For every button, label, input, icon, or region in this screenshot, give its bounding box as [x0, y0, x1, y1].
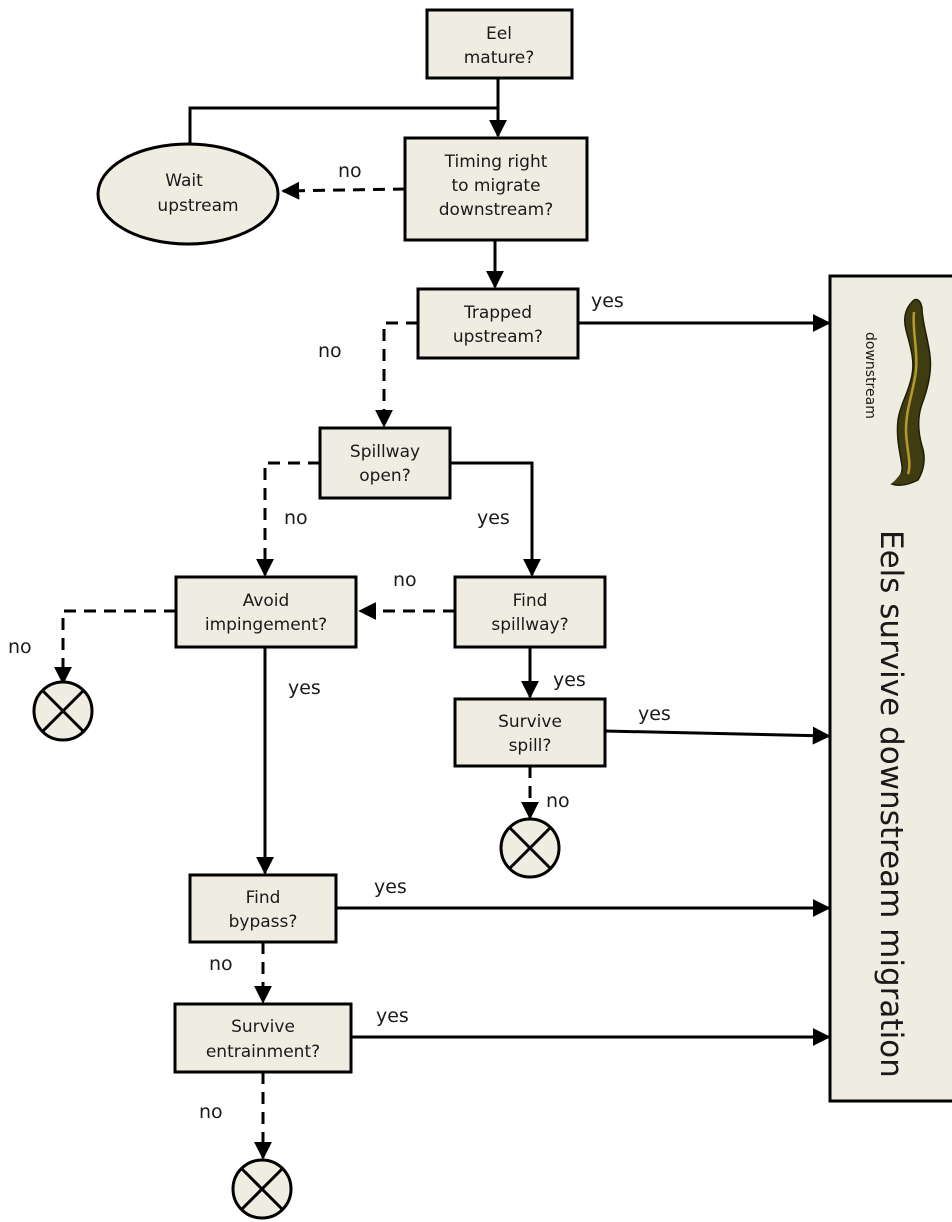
label-trapped-no: no — [318, 340, 342, 362]
node-avoid-impingement-line2: impingement? — [205, 615, 327, 635]
label-survive-spill-no: no — [546, 790, 570, 812]
node-find-bypass-line1: Find — [246, 888, 281, 908]
node-eel-mature: Eel mature? — [425, 8, 574, 80]
node-find-spillway-line2: spillway? — [491, 615, 568, 635]
label-timing-no: no — [338, 160, 362, 182]
node-eel-mature-line2: mature? — [464, 48, 535, 68]
node-trapped-upstream-line2: upstream? — [453, 327, 543, 347]
node-wait-upstream: Wait upstream — [96, 142, 280, 246]
outcome-label: Eels survive downstream migration — [873, 530, 909, 1078]
edge-spillway-no — [256, 461, 320, 577]
label-find-spillway-yes: yes — [553, 669, 586, 691]
label-survive-entrainment-yes: yes — [376, 1005, 409, 1027]
edge-wait-loop — [188, 106, 498, 152]
node-find-spillway-line1: Find — [513, 591, 548, 611]
edge-spillway-yes — [450, 461, 541, 577]
node-timing-right: Timing right to migrate downstream? — [403, 136, 589, 242]
label-avoid-yes: yes — [288, 677, 321, 699]
circled-x-icon — [32, 680, 94, 742]
label-trapped-yes: yes — [591, 290, 624, 312]
label-spillway-yes: yes — [477, 507, 510, 529]
eel-caption: downstream — [862, 332, 878, 419]
node-survive-spill-line2: spill? — [509, 736, 552, 756]
label-find-bypass-no: no — [209, 953, 233, 975]
node-timing-right-line3: downstream? — [439, 200, 553, 220]
edge-survive-spill-yes — [604, 726, 831, 745]
node-survive-spill: Survive spill? — [453, 697, 607, 768]
label-avoid-no: no — [8, 636, 32, 658]
node-survive-entrainment-line2: entrainment? — [206, 1042, 320, 1062]
node-survive-entrainment-line1: Survive — [231, 1017, 295, 1037]
edge-avoid-no — [54, 609, 176, 685]
label-spillway-no: no — [284, 507, 308, 529]
eel-icon — [890, 298, 932, 486]
node-survive-entrainment: Survive entrainment? — [173, 1002, 353, 1074]
circled-x-icon — [499, 817, 561, 879]
node-eel-mature-line1: Eel — [486, 24, 512, 44]
edge-timing-no — [281, 181, 406, 200]
node-find-bypass-line2: bypass? — [229, 912, 298, 932]
node-find-bypass: Find bypass? — [188, 873, 338, 944]
node-find-spillway: Find spillway? — [453, 575, 607, 649]
node-timing-right-line1: Timing right — [444, 152, 548, 172]
node-trapped-upstream-line1: Trapped — [463, 303, 532, 323]
node-avoid-impingement-line1: Avoid — [243, 591, 290, 611]
circled-x-icon — [231, 1158, 293, 1220]
outcome-box: Eels survive downstream migration downst… — [828, 274, 952, 1103]
node-wait-upstream-line1: Wait — [165, 171, 203, 191]
node-survive-spill-line1: Survive — [498, 712, 562, 732]
label-find-bypass-yes: yes — [374, 876, 407, 898]
label-survive-spill-yes: yes — [638, 703, 671, 725]
label-find-spillway-no: no — [393, 569, 417, 591]
node-trapped-upstream: Trapped upstream? — [416, 287, 580, 360]
node-avoid-impingement: Avoid impingement? — [174, 575, 358, 649]
label-survive-entrainment-no: no — [199, 1101, 223, 1123]
node-spillway-open-line1: Spillway — [350, 442, 420, 462]
node-wait-upstream-line2: upstream — [157, 196, 238, 216]
node-spillway-open-line2: open? — [359, 466, 410, 486]
edge-trapped-no — [375, 321, 418, 428]
node-timing-right-line2: to migrate — [451, 176, 540, 196]
node-spillway-open: Spillway open? — [318, 426, 452, 500]
